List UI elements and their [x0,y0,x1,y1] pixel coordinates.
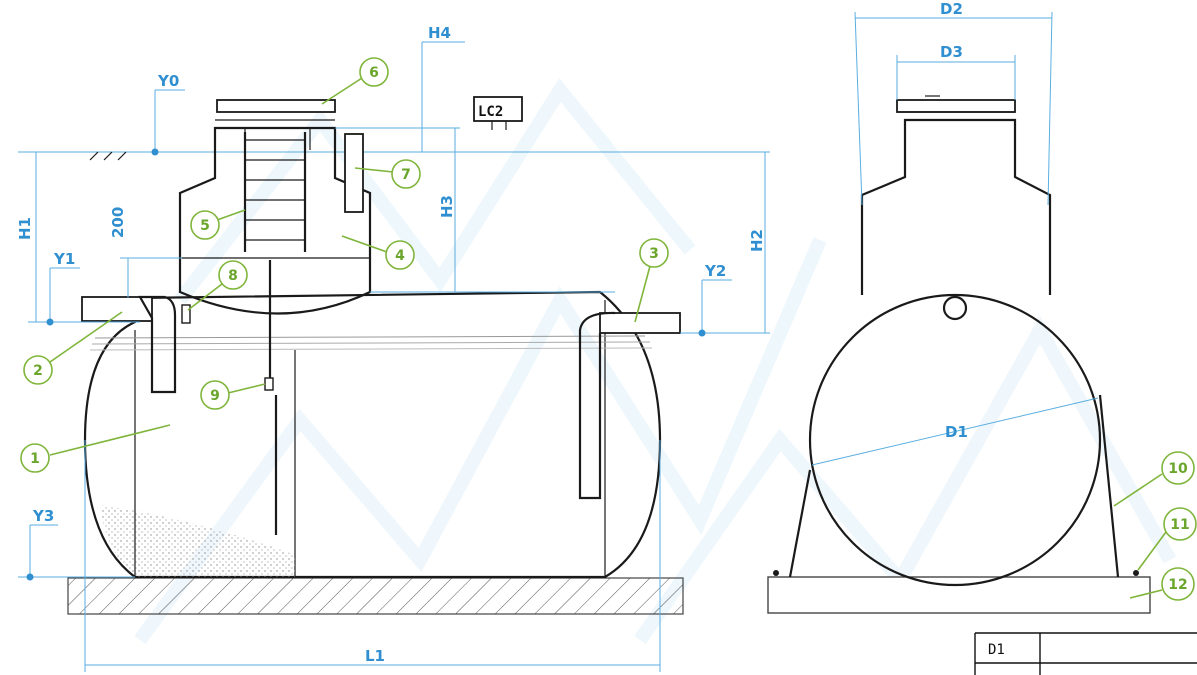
svg-text:8: 8 [228,268,238,284]
label-h1: H1 [16,217,34,240]
callout-2: 2 [23,311,123,385]
ground-level-line [18,151,770,161]
label-l1: L1 [365,647,385,665]
callout-4: 4 [341,235,415,270]
callout-6: 6 [321,57,389,105]
svg-text:10: 10 [1168,461,1188,477]
inlet-pipe [81,295,191,394]
callout-7: 7 [354,159,421,189]
level-sensor [264,260,278,535]
label-h4: H4 [428,24,451,42]
label-d1: D1 [945,423,968,441]
label-y1: Y1 [53,250,75,268]
foundation-slab-end [767,576,1151,614]
svg-text:9: 9 [210,388,220,404]
svg-text:LC2: LC2 [478,104,503,120]
table-row-label: D1 [988,642,1005,658]
callout-10: 10 [1113,451,1195,507]
label-y2: Y2 [704,262,726,280]
callout-3: 3 [634,238,669,323]
tank-end-view [773,95,1139,587]
callout-9: 9 [200,380,266,410]
lid [216,99,336,113]
label-d2: D2 [940,0,963,18]
svg-text:5: 5 [200,218,210,234]
dimension-lines [18,11,1099,672]
label-y3: Y3 [32,507,54,525]
svg-text:12: 12 [1168,577,1187,593]
svg-text:4: 4 [395,248,405,264]
callout-5: 5 [190,209,246,240]
ladder [243,132,307,252]
access-chamber [178,99,372,315]
tank-side-view [83,290,662,579]
callout-11: 11 [1137,507,1197,571]
foundation-slab-side [67,577,684,615]
svg-text:6: 6 [369,65,379,81]
svg-text:3: 3 [649,246,659,262]
spec-table: D1 [974,632,1197,675]
svg-text:11: 11 [1170,517,1189,533]
label-y0: Y0 [157,72,179,90]
label-h3: H3 [438,195,456,218]
callout-12: 12 [1129,567,1195,601]
lc2-tag: LC2 [473,96,523,130]
svg-text:2: 2 [33,363,43,379]
label-d3: D3 [940,43,963,61]
label-200: 200 [109,207,127,238]
callout-1: 1 [20,424,171,473]
outlet-pipe [578,311,681,500]
svg-text:1: 1 [30,451,40,467]
vent-pipe [344,133,364,213]
callout-8: 8 [187,260,248,311]
svg-text:7: 7 [401,167,411,183]
label-h2: H2 [748,229,766,252]
